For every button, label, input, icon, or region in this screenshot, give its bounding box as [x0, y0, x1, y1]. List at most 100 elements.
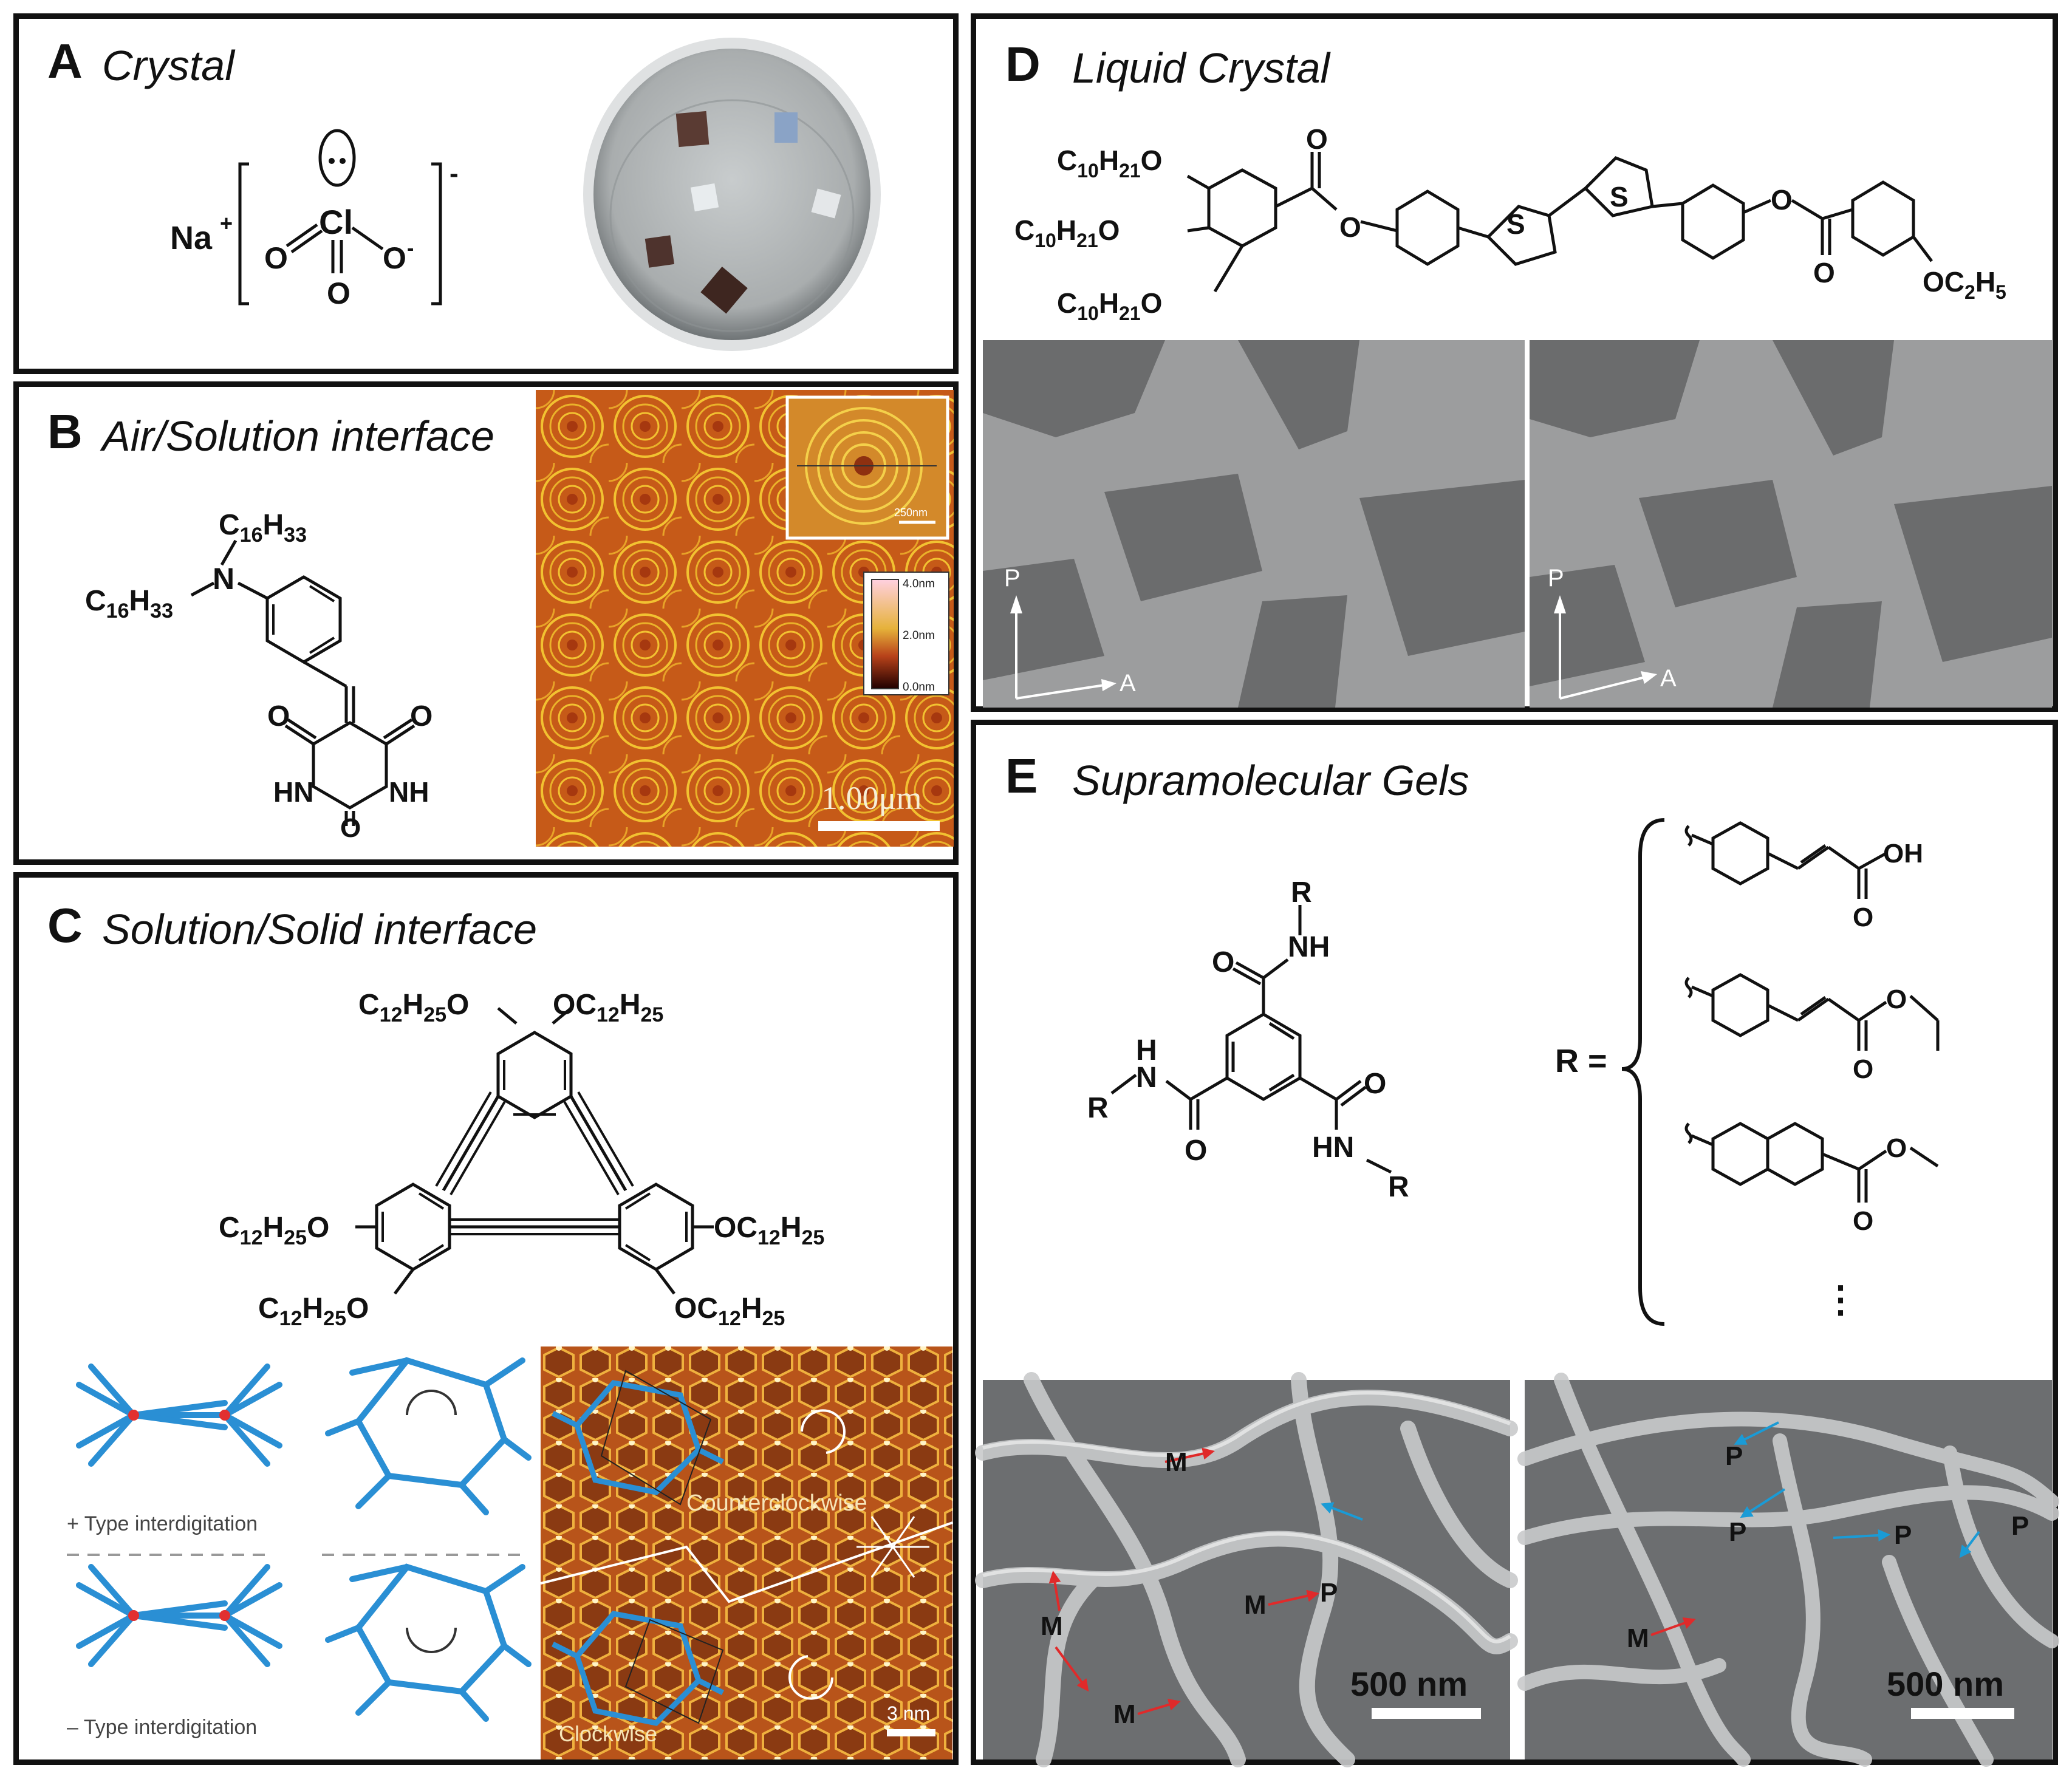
- r-right: R: [1388, 1171, 1409, 1203]
- btA-trisamide-structure: R NH O O HN R O H N R: [1087, 876, 1409, 1203]
- panel-b-letter: B: [47, 404, 83, 459]
- chlorine-label: Cl: [319, 203, 353, 241]
- n-left: N: [1136, 1062, 1157, 1094]
- colorbar-label-top: 4.0nm: [903, 578, 935, 590]
- colorbar-label-bottom: 0.0nm: [903, 681, 935, 694]
- o-top: O: [1212, 946, 1234, 978]
- pom-texture-right: P A: [1530, 340, 2052, 708]
- carbonyl-o-left: O: [267, 700, 290, 732]
- o-left: O: [1185, 1135, 1207, 1167]
- imide-hn: HN: [273, 776, 313, 808]
- colorbar: [871, 579, 899, 689]
- panel-e-letter: E: [1005, 749, 1038, 803]
- sem-left-label-4: M: [1244, 1590, 1267, 1620]
- panel-c-letter: C: [47, 898, 83, 952]
- sub-bottom-right: OC12H25: [674, 1292, 785, 1330]
- ester-o-1: O: [1306, 123, 1328, 155]
- interdigitation-schematics: + Type interdigitation – Type interdigit…: [67, 1357, 532, 1739]
- amine-n: N: [213, 562, 234, 596]
- oxygen-minus: O: [383, 241, 406, 275]
- sem-fiber-image-right: [1517, 1373, 2059, 1767]
- r1-o: O: [1853, 903, 1873, 932]
- stm-scale-label: 3 nm: [887, 1702, 930, 1724]
- ethoxy-group: OC2H5: [1923, 266, 2006, 303]
- thiophene-s-2: S: [1610, 181, 1629, 213]
- sub-top-left: C12H25O: [358, 989, 469, 1026]
- sem-arrow-annotations: M M P M M P P P P M 500 nm 500 nm: [1041, 1421, 2029, 1729]
- sem-left-label-2: M: [1041, 1611, 1063, 1641]
- panel-d-letter: D: [1005, 37, 1041, 91]
- sub-mid-left: C12H25O: [219, 1212, 329, 1249]
- nh-top: NH: [1288, 931, 1330, 963]
- sem-right-label-2: P: [1729, 1517, 1746, 1547]
- crystal-petri-dish-photo: [583, 38, 881, 351]
- polarizer-label-rotated: P: [1548, 565, 1564, 592]
- sem-right-label-5: M: [1627, 1623, 1649, 1653]
- cation-label: Na: [170, 220, 213, 256]
- hexagonal-assembly-ccw: [325, 1563, 532, 1722]
- lattice-direction-icon: [856, 1516, 929, 1578]
- sem-right-label-4: P: [2011, 1511, 2029, 1541]
- h-left: H: [1136, 1034, 1157, 1067]
- sem-right-scale-bar: [1911, 1708, 2014, 1719]
- r3-o: O: [1853, 1206, 1873, 1236]
- carbonyl-o-bottom: O: [340, 813, 361, 843]
- thiophene-s-1: S: [1506, 208, 1525, 240]
- stm-scale-bar: [887, 1729, 935, 1736]
- sub-mid-right: OC12H25: [714, 1212, 824, 1249]
- r2-o-ester: O: [1886, 985, 1907, 1014]
- polarizer-label: P: [1004, 565, 1021, 592]
- afm-scale-label: 1.00μm: [821, 780, 921, 816]
- barbiturate-dye-structure: C16H33 N C16H33 O O HN NH O: [85, 509, 433, 843]
- o-right: O: [1364, 1068, 1386, 1100]
- minus-type-dimer: [76, 1564, 282, 1667]
- r3-o-ester: O: [1886, 1133, 1907, 1163]
- r-cinnamic-acid: [1684, 821, 1887, 899]
- oxygen-left: O: [264, 241, 288, 275]
- panel-b-title: Air/Solution interface: [102, 412, 494, 460]
- oxygen-bottom: O: [327, 276, 350, 310]
- sem-left-scale-bar: [1372, 1708, 1481, 1719]
- panel-d-title: Liquid Crystal: [1072, 44, 1330, 92]
- chain-top: C16H33: [219, 509, 307, 547]
- r-methyl-naphthoate: [1684, 1122, 1939, 1203]
- afm-spiral-image: 250nm 4.0nm 2.0nm 0.0nm 1.00μm: [536, 390, 954, 847]
- sem-right-label-1: P: [1725, 1441, 1743, 1471]
- dehydrobenzoannulene-structure: C12H25O OC12H25 C12H25O C12H25O OC12H25 …: [219, 989, 824, 1330]
- sem-left-label-1: M: [1165, 1447, 1188, 1477]
- r-group-options: R =: [1555, 818, 1940, 1326]
- imide-nh: NH: [389, 776, 429, 808]
- carbonyl-o-right: O: [410, 700, 433, 732]
- r2-o: O: [1853, 1054, 1873, 1084]
- thiophene-liquid-crystal-structure: C10H21O C10H21O C10H21O O O S S: [1014, 123, 2006, 324]
- sem-right-label-3: P: [1894, 1520, 1912, 1550]
- plus-type-label: + Type interdigitation: [67, 1512, 258, 1535]
- r-equals: R =: [1555, 1043, 1607, 1079]
- afm-scale-bar: [818, 821, 940, 831]
- r-ethyl-cinnamate: [1684, 973, 1940, 1051]
- ester-o-2: O: [1339, 211, 1361, 243]
- sub-bottom-left: C12H25O: [258, 1292, 369, 1330]
- r-more-options: ⋮: [1822, 1279, 1859, 1320]
- stm-honeycomb-image: Counterclockwise Clockwise 3 nm: [540, 1346, 953, 1759]
- afm-inset-scale: 250nm: [894, 507, 928, 519]
- minus-type-label: – Type interdigitation: [67, 1716, 257, 1739]
- plus-type-dimer: [76, 1363, 282, 1467]
- r-left: R: [1087, 1092, 1109, 1124]
- sem-left-scale-label: 500 nm: [1350, 1665, 1468, 1703]
- sem-fiber-image-left: [975, 1372, 1518, 1767]
- alkoxy-top: C10H21O: [1057, 145, 1162, 182]
- hn-right: HN: [1312, 1131, 1354, 1164]
- alkoxy-bottom: C10H21O: [1057, 287, 1162, 324]
- panel-e-title: Supramolecular Gels: [1072, 757, 1469, 804]
- sodium-chlorate-structure: Na + - Cl O O - O: [170, 129, 459, 310]
- bracket-charge: -: [450, 159, 459, 188]
- afm-inset-spiral: [797, 407, 937, 525]
- analyzer-label-rotated: A: [1660, 665, 1677, 692]
- r-top: R: [1291, 876, 1312, 909]
- oxygen-minus-charge: -: [407, 237, 414, 260]
- panel-a-letter: A: [47, 34, 83, 88]
- chain-left: C16H33: [85, 585, 173, 623]
- alkoxy-mid: C10H21O: [1014, 214, 1120, 251]
